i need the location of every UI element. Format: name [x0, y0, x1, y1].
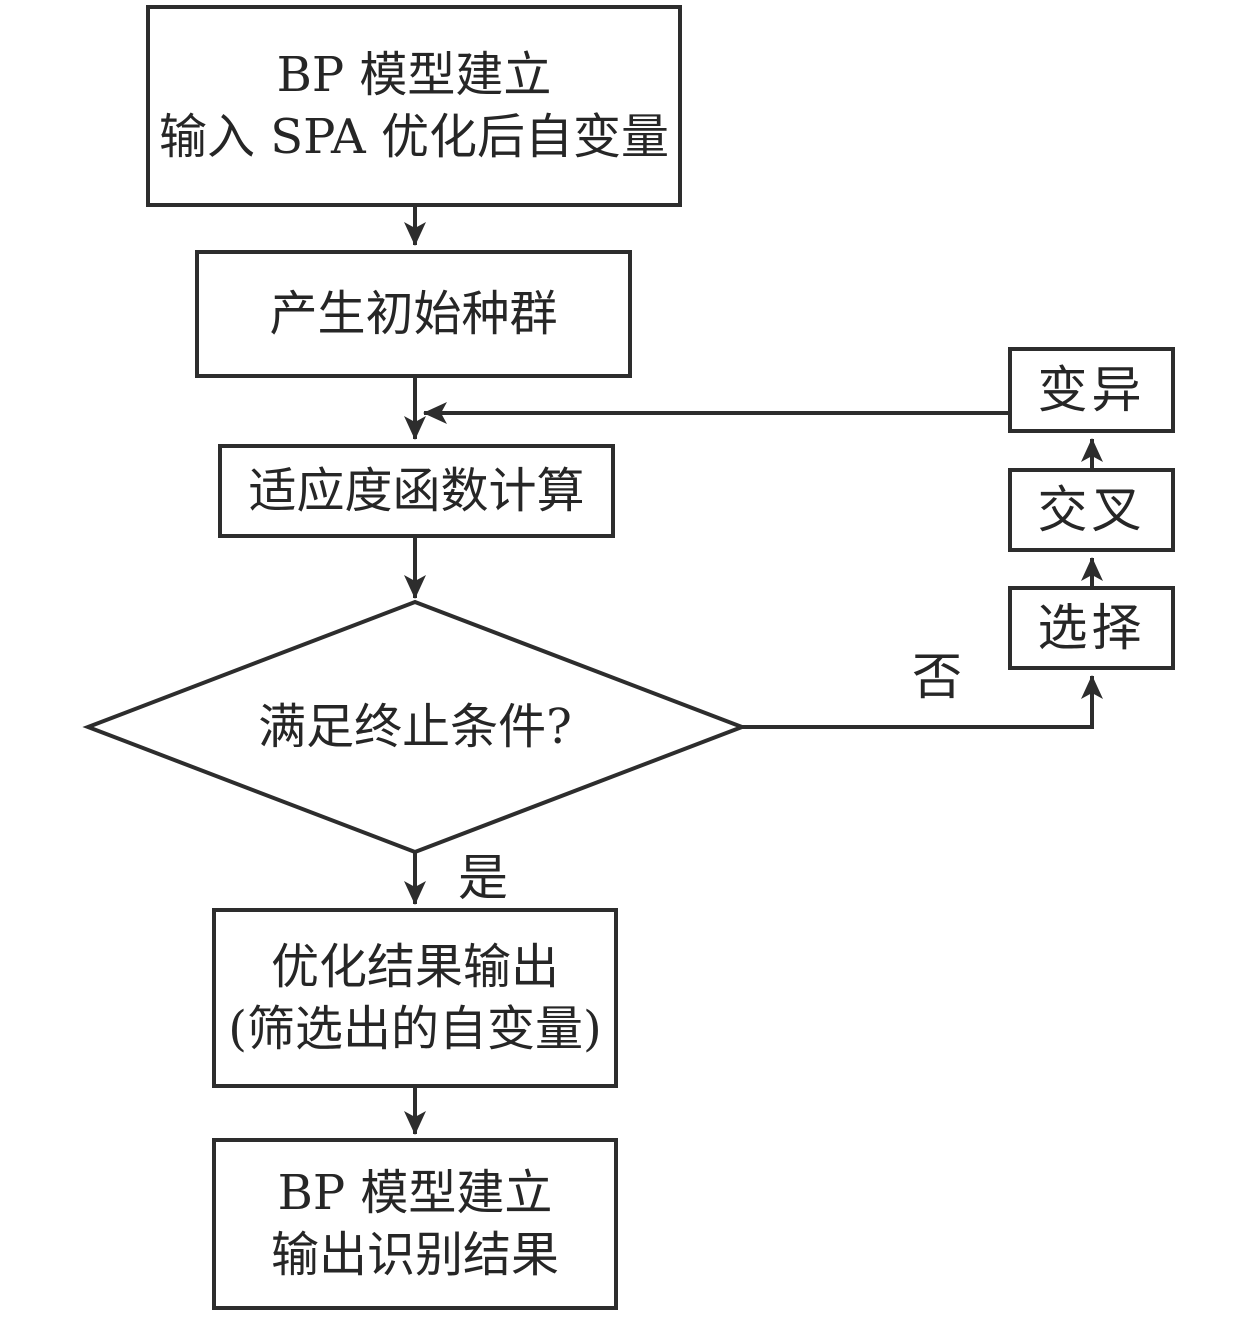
node-fitness-function-label: 适应度函数计算	[248, 463, 585, 519]
node-optimization-output-line1: 优化结果输出	[270, 939, 559, 995]
edge-label-yes: 是	[458, 849, 508, 907]
node-selection: 选择	[1008, 586, 1175, 670]
edge-label-no: 否	[912, 648, 962, 706]
node-mutation-label: 变异	[1037, 361, 1146, 419]
node-crossover: 交叉	[1008, 468, 1175, 552]
node-bp-model-output: BP 模型建立 输出识别结果	[212, 1138, 618, 1310]
node-crossover-label: 交叉	[1037, 481, 1146, 539]
edge-decision-selection	[742, 675, 1103, 729]
node-bp-model-input-line1: BP 模型建立	[276, 47, 552, 103]
node-bp-model-input: BP 模型建立 输入 SPA 优化后自变量	[146, 5, 682, 207]
node-selection-label: 选择	[1037, 599, 1146, 657]
node-initial-population-label: 产生初始种群	[269, 286, 558, 342]
node-decision-label: 满足终止条件?	[258, 699, 572, 755]
node-optimization-output-line2: (筛选出的自变量)	[228, 1001, 602, 1057]
node-fitness-function: 适应度函数计算	[218, 444, 615, 538]
node-bp-model-input-line2: 输入 SPA 优化后自变量	[159, 109, 669, 165]
node-mutation: 变异	[1008, 347, 1175, 433]
node-optimization-output: 优化结果输出 (筛选出的自变量)	[212, 908, 618, 1088]
node-initial-population: 产生初始种群	[195, 250, 632, 378]
node-bp-model-output-line1: BP 模型建立	[277, 1165, 553, 1221]
node-bp-model-output-line2: 输出识别结果	[270, 1227, 559, 1283]
